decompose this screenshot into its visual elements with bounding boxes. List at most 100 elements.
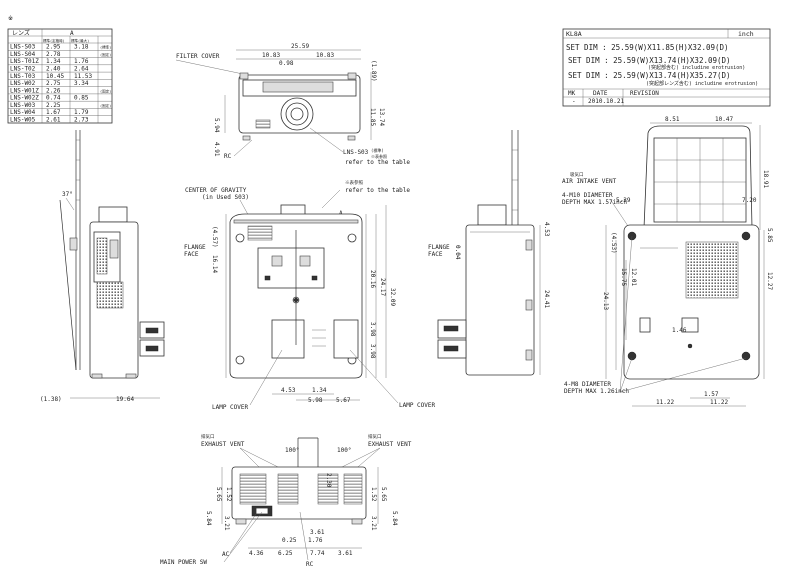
bottom-dim-598: 5.98 [308,397,323,404]
lens-cell-2-2: 1.76 [74,58,89,65]
top-dim-1891: 18.91 [762,170,769,188]
exhaust-left-en: EXHAUST VENT [201,441,245,448]
bottom-refer-jp: ※表参照 [345,179,363,186]
bottom-dim-567: 5.67 [336,397,351,404]
lens-cell-3-1: 2.40 [46,65,61,72]
front-rc-label: RC [224,153,232,160]
rear-dim-230: 2.30 [325,473,332,488]
bottom-face: FACE [184,251,199,258]
lens-cell-4-0: LNS-T03 [10,73,36,80]
lens-cell-10-0: LNS-W05 [10,116,36,123]
lens-cell-3-0: LNS-T02 [10,65,36,72]
m10-line2: DEPTH MAX 1.57inch [562,199,627,206]
lens-header-a: A [70,30,74,37]
lens-cell-8-1: 2.25 [46,102,61,109]
lens-cell-7-0: LNS-W02Z [10,95,39,102]
set-dim-line3-sub: (突起部レンズ含む) includine erotrusion) [646,80,758,87]
lens-cell-0-3: (標準) [100,45,111,50]
bottom-refer-en: refer to the table [345,187,410,194]
lens-cell-5-2: 3.34 [74,80,89,87]
lens-cell-9-2: 1.79 [74,109,89,116]
front-lens-label: LNS-S03 [343,149,369,156]
lamp-cover-right: LAMP COVER [399,402,436,409]
rev-row-mk: - [572,98,576,105]
rear-dim-321r: 3.21 [370,516,377,531]
m8-line1: 4-M8 DIAMETER [564,381,611,388]
rear-angle-left: 100° [285,447,299,454]
rev-header-revision: REVISION [630,90,659,97]
front-dim-half-right: 10.83 [316,52,334,59]
note-symbol: ※ [8,15,13,22]
bottom-view: ※表参照 refer to the table CENTER OF GRAVIT… [184,179,436,411]
m8-line2: DEPTH MAX 1.26inch [564,388,629,395]
rear-dim-774: 7.74 [310,550,325,557]
bottom-dim-3209: 32.09 [389,288,396,306]
top-dim-157: 1.57 [704,391,719,398]
lens-cell-5-1: 2.75 [46,80,61,87]
bottom-dim-1614: 16.14 [211,255,218,273]
lens-subheader-2: 標準(最大) [71,38,89,43]
model-name: KL8A [566,30,582,38]
left-side-view: 37° (1.38) 19.64 [40,130,165,403]
lens-cell-10-1: 2.61 [46,116,61,123]
top-dim-585: 5.85 [766,228,773,243]
right-face: FACE [428,251,443,258]
bottom-dim-134: 1.34 [312,387,327,394]
rear-dim-025: 0.25 [282,537,297,544]
lens-cell-5-0: LNS-W02 [10,80,36,87]
top-dim-2413: 24.13 [602,292,609,310]
front-dim-half-left: 10.83 [262,52,280,59]
right-side-view: FLANGE FACE 0.04 4.53 24.41 [428,130,550,376]
set-dim-line2-sub: (突起部含む) includine erotrusion) [648,64,745,71]
rear-dim-436: 4.36 [249,550,264,557]
lamp-cover-left: LAMP COVER [212,404,249,411]
lens-cell-4-1: 10.45 [46,73,64,80]
rev-row-date: 2010.10.21 [588,98,625,105]
left-dim-1964: 19.64 [116,396,134,403]
rear-rc-label: RC [306,561,314,568]
rear-dim-321l: 3.21 [223,516,230,531]
lens-subheader-1: 標準(定格時) [43,38,65,43]
top-view: 8.51 10.47 18.91 吸気口 AIR INTAKE VENT 4-M… [562,116,773,407]
set-dim-line2: SET DIM : 25.59(W)X13.74(H)X32.09(D) [568,56,731,65]
filter-cover-label: FILTER COVER [176,53,220,60]
lens-cell-9-0: LNS-W04 [10,109,36,116]
front-dim-left1: 5.94 [213,118,220,133]
front-dim-top: 25.59 [291,43,309,50]
title-block: KL8A inch SET DIM : 25.59(W)X11.85(H)X32… [562,28,771,107]
top-dim-1047: 10.47 [715,116,733,123]
right-dim-004: 0.04 [454,245,461,260]
bottom-dim-457: (4.57) [211,226,218,248]
top-dim-453: (4.53) [610,232,617,254]
lens-cell-9-1: 1.67 [46,109,61,116]
lens-cell-4-2: 11.53 [74,73,92,80]
set-dim-line1: SET DIM : 25.59(W)X11.85(H)X32.09(D) [566,43,729,52]
lens-cell-0-2: 3.18 [74,44,89,51]
lens-cell-1-0: LNS-S04 [10,51,36,58]
rear-dim-176: 1.76 [308,537,323,544]
rear-ac-label: AC [222,551,230,558]
top-dim-1122a: 11.22 [656,399,674,406]
lens-cell-10-2: 2.73 [74,116,89,123]
air-intake-jp: 吸気口 [570,171,584,178]
lens-cell-0-0: LNS-S03 [10,44,36,51]
unit-label: inch [738,30,754,38]
lens-cell-6-1: 2.26 [46,87,61,94]
right-dim-2441: 24.41 [543,290,550,308]
rear-dim-152l: 1.52 [225,487,232,502]
top-dim-851: 8.51 [665,116,680,123]
rear-dim-584l: 5.84 [205,511,212,526]
bottom-dim-398a: 3.98 [369,322,376,337]
cog-label: CENTER OF GRAVITY [185,187,247,194]
left-dim-138: (1.38) [40,396,62,403]
m10-line1: 4-M10 DIAMETER [562,192,613,199]
lens-cell-8-3: (固定) [100,103,111,108]
exhaust-right-jp: 排気口 [368,433,382,440]
front-dim-small: 0.98 [279,60,294,67]
top-dim-539: 5.39 [616,197,631,204]
top-dim-1227: 12.27 [766,272,773,290]
lens-header-lens: レンズ [12,29,30,37]
